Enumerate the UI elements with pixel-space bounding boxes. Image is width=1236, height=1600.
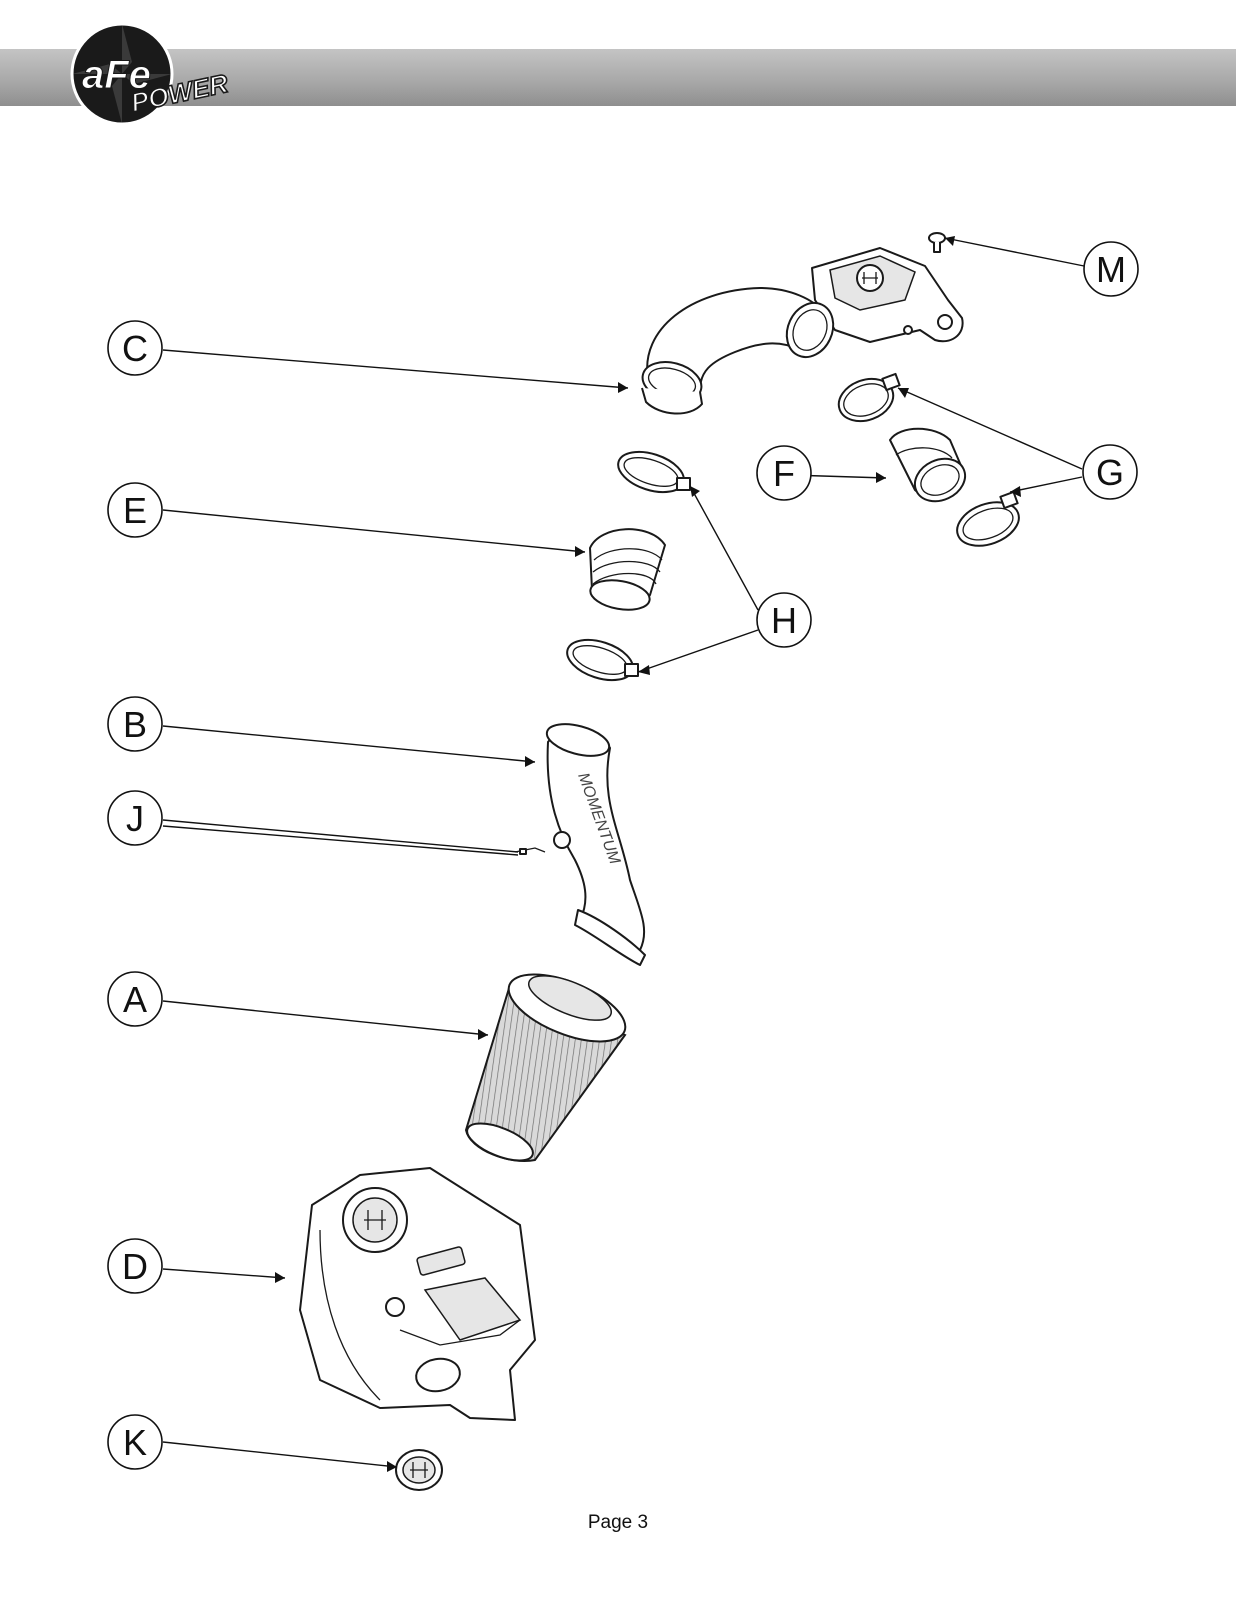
callout-g-label: G — [1096, 452, 1124, 493]
callout-f: F — [756, 445, 812, 501]
callout-j-label: J — [126, 798, 144, 839]
callout-m-label: M — [1096, 249, 1126, 290]
callout-a: A — [107, 971, 163, 1027]
callout-b-label: B — [123, 704, 147, 745]
leader-arrowheads — [275, 236, 1021, 1472]
intake-tube-part: MOMENTUM — [545, 723, 646, 966]
callout-j: J — [107, 790, 163, 846]
air-box-housing-part — [299, 1167, 536, 1421]
callout-c-label: C — [122, 328, 148, 369]
header-bar — [0, 49, 1236, 106]
afe-power-logo: aFe POWER — [70, 22, 232, 126]
callout-d-label: D — [122, 1246, 148, 1287]
callout-a-label: A — [123, 979, 147, 1020]
coupler-hose-part — [589, 528, 666, 611]
zip-tie-part — [514, 847, 546, 855]
callout-e-label: E — [123, 490, 147, 531]
callout-e: E — [107, 482, 163, 538]
page-number: Page 3 — [587, 1512, 649, 1533]
callout-f-label: F — [773, 453, 795, 494]
push-fastener-part — [928, 232, 946, 253]
leader-lines — [162, 237, 1085, 1468]
callout-b: B — [107, 696, 163, 752]
cap-part — [395, 1449, 443, 1491]
callout-d: D — [107, 1238, 163, 1294]
coupler-part — [889, 427, 967, 503]
hose-clamp-h-lower-part — [566, 638, 639, 682]
logo-brand-text: aFe — [82, 53, 151, 97]
callout-c: C — [107, 320, 163, 376]
callout-k-label: K — [123, 1422, 147, 1463]
callout-m: M — [1083, 241, 1139, 297]
callout-h: H — [756, 592, 812, 648]
callout-k: K — [107, 1414, 163, 1470]
air-filter-part — [464, 973, 627, 1162]
intake-elbow-tube-part — [641, 247, 964, 415]
hose-clamp-g-upper-part — [837, 372, 901, 423]
callout-h-label: H — [771, 600, 797, 641]
hose-clamp-g-lower-part — [956, 490, 1020, 547]
callout-g: G — [1082, 444, 1138, 500]
hose-clamp-h-upper-part — [617, 450, 691, 494]
